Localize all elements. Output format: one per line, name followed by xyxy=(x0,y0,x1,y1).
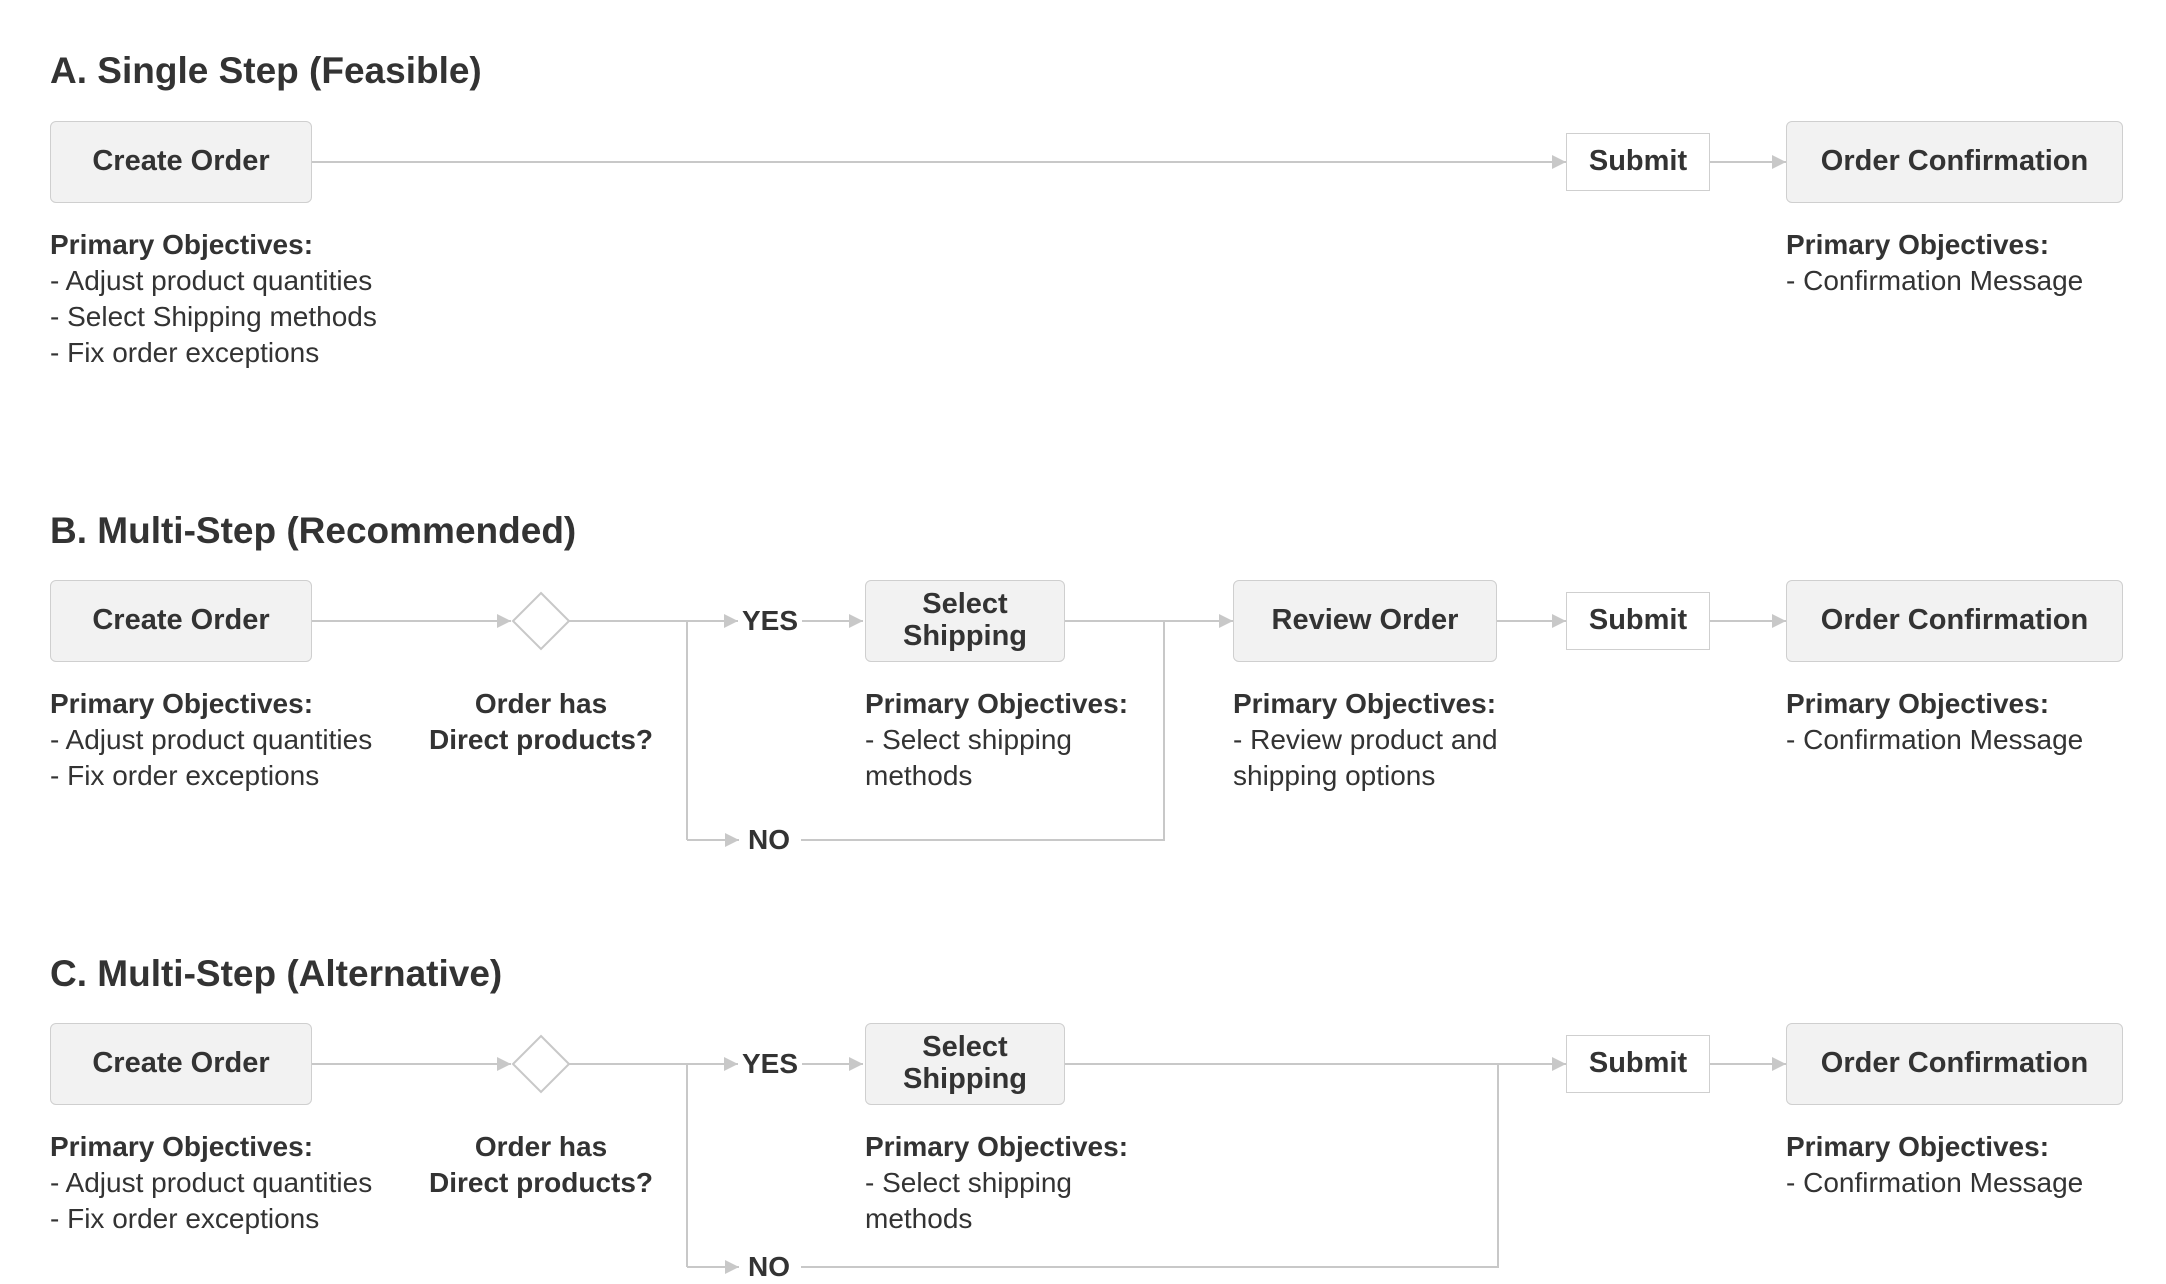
c-confirmation-objectives: Primary Objectives: - Confirmation Messa… xyxy=(1786,1129,2083,1201)
c-shipping-objectives: Primary Objectives: - Select shipping me… xyxy=(865,1129,1128,1237)
objectives-heading: Primary Objectives: xyxy=(865,1131,1129,1162)
objective-item: - Adjust product quantities xyxy=(50,265,373,296)
objectives-heading: Primary Objectives: xyxy=(1786,229,2050,260)
objective-item: - Select shipping methods xyxy=(865,724,1073,791)
c-no-label: NO xyxy=(748,1251,790,1282)
objectives-heading: Primary Objectives: xyxy=(1233,688,1497,719)
b-decision-label: Order has Direct products? xyxy=(421,686,661,758)
objective-item: - Fix order exceptions xyxy=(50,337,320,368)
objective-item: - Review product and shipping options xyxy=(1233,724,1498,791)
c-submit-box: Submit xyxy=(1566,1035,1710,1093)
b-select-shipping-box: Select Shipping xyxy=(865,580,1065,662)
b-order-confirmation-box: Order Confirmation xyxy=(1786,580,2123,662)
c-order-confirmation-box: Order Confirmation xyxy=(1786,1023,2123,1105)
decision-label-line: Order has xyxy=(474,688,608,719)
a-confirmation-objectives: Primary Objectives: - Confirmation Messa… xyxy=(1786,227,2083,299)
objectives-heading: Primary Objectives: xyxy=(50,1131,314,1162)
c-select-shipping-box: Select Shipping xyxy=(865,1023,1065,1105)
decision-label-line: Direct products? xyxy=(428,1167,654,1198)
b-decision-diamond xyxy=(511,591,571,651)
a-create-order-box: Create Order xyxy=(50,121,312,203)
objective-item: - Confirmation Message xyxy=(1786,265,2084,296)
objective-item: - Confirmation Message xyxy=(1786,724,2084,755)
c-yes-label: YES xyxy=(742,1048,799,1079)
b-confirmation-objectives: Primary Objectives: - Confirmation Messa… xyxy=(1786,686,2083,758)
objectives-heading: Primary Objectives: xyxy=(865,688,1129,719)
objective-item: - Fix order exceptions xyxy=(50,1203,320,1234)
section-c-title: C. Multi-Step (Alternative) xyxy=(50,953,503,994)
objectives-heading: Primary Objectives: xyxy=(50,688,314,719)
b-review-objectives: Primary Objectives: - Review product and… xyxy=(1233,686,1498,794)
a-order-confirmation-box: Order Confirmation xyxy=(1786,121,2123,203)
section-b-title: B. Multi-Step (Recommended) xyxy=(50,510,577,551)
objective-item: - Adjust product quantities xyxy=(50,1167,373,1198)
objective-item: - Fix order exceptions xyxy=(50,760,320,791)
objectives-heading: Primary Objectives: xyxy=(50,229,314,260)
section-a-title: A. Single Step (Feasible) xyxy=(50,50,482,91)
b-create-order-objectives: Primary Objectives: - Adjust product qua… xyxy=(50,686,372,794)
objectives-heading: Primary Objectives: xyxy=(1786,1131,2050,1162)
b-review-order-box: Review Order xyxy=(1233,580,1497,662)
objective-item: - Adjust product quantities xyxy=(50,724,373,755)
b-submit-box: Submit xyxy=(1566,592,1710,650)
c-decision-label: Order has Direct products? xyxy=(421,1129,661,1201)
decision-label-line: Order has xyxy=(474,1131,608,1162)
objective-item: - Select Shipping methods xyxy=(50,301,377,332)
objectives-heading: Primary Objectives: xyxy=(1786,688,2050,719)
b-yes-label: YES xyxy=(742,605,799,636)
objective-item: - Select shipping methods xyxy=(865,1167,1073,1234)
c-create-order-box: Create Order xyxy=(50,1023,312,1105)
b-shipping-objectives: Primary Objectives: - Select shipping me… xyxy=(865,686,1128,794)
a-create-order-objectives: Primary Objectives: - Adjust product qua… xyxy=(50,227,377,371)
objective-item: - Confirmation Message xyxy=(1786,1167,2084,1198)
b-create-order-box: Create Order xyxy=(50,580,312,662)
b-no-label: NO xyxy=(748,824,790,855)
a-submit-box: Submit xyxy=(1566,133,1710,191)
c-create-order-objectives: Primary Objectives: - Adjust product qua… xyxy=(50,1129,372,1237)
c-decision-diamond xyxy=(511,1034,571,1094)
decision-label-line: Direct products? xyxy=(428,724,654,755)
